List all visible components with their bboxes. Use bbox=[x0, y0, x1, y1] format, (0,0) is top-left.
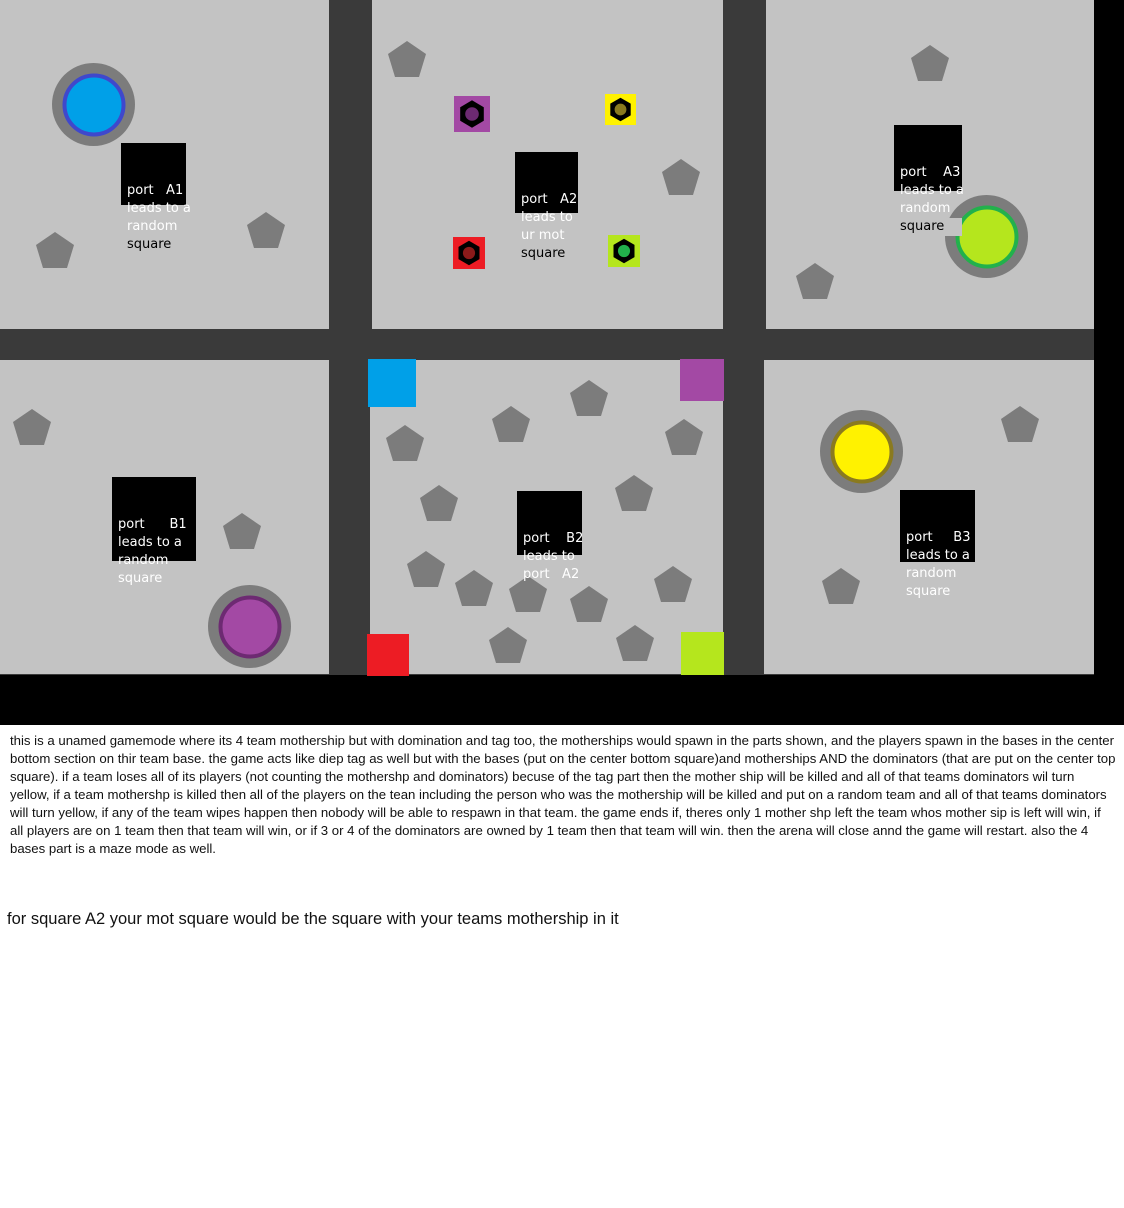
gamemode-description: this is a unamed gamemode where its 4 te… bbox=[10, 733, 1116, 856]
pentagon-shape bbox=[910, 44, 950, 82]
pentagon-shape bbox=[1000, 405, 1040, 443]
mothership-body bbox=[830, 420, 893, 483]
pentagon-shape bbox=[569, 379, 609, 417]
purple-mothership bbox=[208, 585, 291, 668]
yellow-mothership bbox=[820, 410, 903, 493]
mothership-body bbox=[218, 595, 281, 658]
pentagon-shape bbox=[653, 565, 693, 603]
pentagon-shape bbox=[406, 550, 446, 588]
green-team-base bbox=[681, 632, 724, 675]
pentagon-shape bbox=[385, 424, 425, 462]
pentagon-shape bbox=[614, 474, 654, 512]
pentagon-shape bbox=[35, 231, 75, 269]
pentagon-shape bbox=[222, 512, 262, 550]
pentagon-shape bbox=[387, 40, 427, 78]
mothership-body bbox=[62, 73, 125, 136]
blue-mothership bbox=[52, 63, 135, 146]
pentagon-shape bbox=[664, 418, 704, 456]
pentagon-shape bbox=[419, 484, 459, 522]
red-team-base bbox=[367, 634, 409, 676]
green-mothership bbox=[945, 195, 1028, 278]
a2-note: for square A2 your mot square would be t… bbox=[7, 910, 619, 928]
pentagon-shape bbox=[615, 624, 655, 662]
purple-dominator bbox=[454, 96, 490, 132]
pentagon-shape bbox=[661, 158, 701, 196]
blue-team-base bbox=[368, 359, 416, 407]
pentagon-shape bbox=[246, 211, 286, 249]
pentagon-shape bbox=[569, 585, 609, 623]
pentagon-shape bbox=[821, 567, 861, 605]
green-dominator bbox=[608, 235, 640, 267]
mothership-body bbox=[955, 205, 1018, 268]
pentagon-shape bbox=[12, 408, 52, 446]
map-right-border bbox=[1094, 0, 1124, 725]
pentagon-shape bbox=[491, 405, 531, 443]
pentagon-shape bbox=[795, 262, 835, 300]
map-bottom-border bbox=[0, 675, 1124, 725]
pentagon-shape bbox=[508, 575, 548, 613]
purple-team-base bbox=[680, 359, 724, 401]
red-dominator bbox=[453, 237, 485, 269]
pentagon-shape bbox=[488, 626, 528, 664]
yellow-dominator bbox=[605, 94, 636, 125]
pentagon-shape bbox=[454, 569, 494, 607]
